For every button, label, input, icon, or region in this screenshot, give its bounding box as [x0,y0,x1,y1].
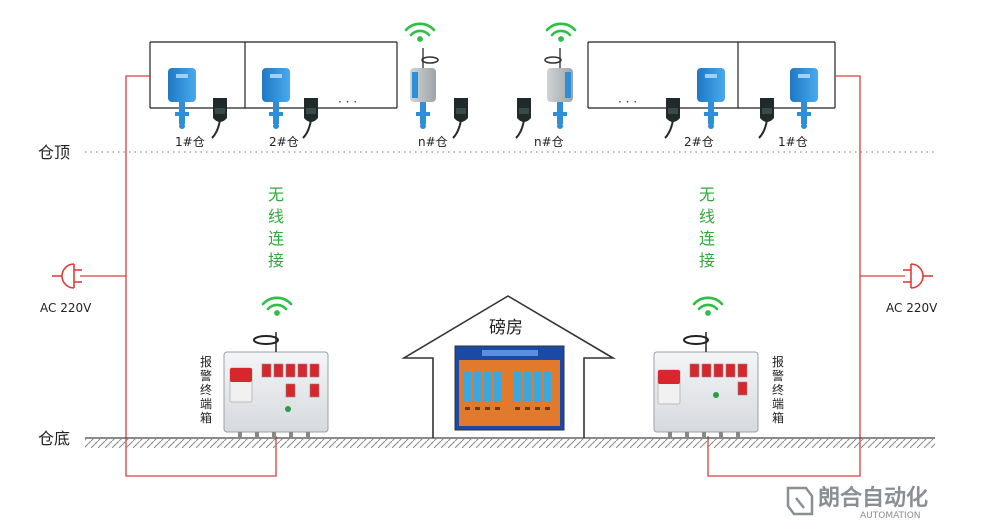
probe-right-1 [758,98,774,139]
wifi-icon-top-left [404,22,436,42]
logo-sub: AUTOMATION [860,511,921,521]
svg-text:无: 无 [699,185,715,204]
weighhouse-label: 磅房 [489,318,523,338]
logo-mark [786,486,814,516]
svg-text:连: 连 [699,229,715,248]
probe-right-2 [664,98,680,139]
wifi-icon-box-right [692,296,724,316]
alarm-box-left [223,332,329,438]
probe-left-n [452,98,468,139]
ellipsis-left: · · · [338,95,357,109]
level-sensor-left-1 [168,68,196,129]
svg-text:箱: 箱 [772,410,784,425]
svg-text:接: 接 [268,251,284,270]
ac-label-right: AC 220V [886,301,938,315]
level-sensor-right-1 [790,68,818,129]
silo-label: n#仓 [534,135,564,149]
monitor-screen [454,345,565,431]
svg-text:接: 接 [699,251,715,270]
power-plug-icon-right [903,263,933,289]
probe-left-2 [302,98,318,139]
logo-name: 朗合自动化 [818,485,928,511]
silo-label: 1#仓 [175,135,205,149]
svg-text:箱: 箱 [200,410,212,425]
weighhouse [401,295,616,438]
svg-text:端: 端 [772,397,784,411]
wifi-icon-top-right [545,22,577,42]
level-sensor-right-2 [697,68,725,129]
silo-label: 2#仓 [684,135,714,149]
svg-text:警: 警 [200,368,212,383]
silo-label: 1#仓 [778,135,808,149]
svg-text:终: 终 [200,382,212,397]
level-sensor-right-n [544,48,573,129]
silo-label: n#仓 [418,135,448,149]
wireless-label-left: 无 线 连 接 [268,185,284,270]
alarm-box-right [653,332,759,438]
probe-right-n [515,98,531,139]
svg-text:线: 线 [699,207,715,226]
power-line-right [707,75,905,477]
svg-text:连: 连 [268,229,284,248]
ground [85,437,935,448]
wifi-icon-box-left [261,296,293,316]
level-sensor-left-n [410,48,439,129]
svg-text:报: 报 [200,354,212,369]
floor-label: 仓底 [38,429,70,448]
alarm-box-label-left: 报 警 终 端 箱 [200,354,212,425]
svg-text:线: 线 [268,207,284,226]
level-sensor-left-2 [262,68,290,129]
svg-text:报: 报 [772,354,784,369]
svg-text:端: 端 [200,397,212,411]
svg-text:警: 警 [772,368,784,383]
ellipsis-right: · · · [618,95,637,109]
power-plug-icon-left [52,263,82,289]
svg-text:终: 终 [772,382,784,397]
silo-label: 2#仓 [269,135,299,149]
wireless-label-right: 无 线 连 接 [699,185,715,270]
power-line-left [80,75,277,477]
roof-label: 仓顶 [38,143,70,162]
svg-text:无: 无 [268,185,284,204]
alarm-box-label-right: 报 警 终 端 箱 [772,354,784,425]
probe-left-1 [211,98,227,139]
ac-label-left: AC 220V [40,301,92,315]
